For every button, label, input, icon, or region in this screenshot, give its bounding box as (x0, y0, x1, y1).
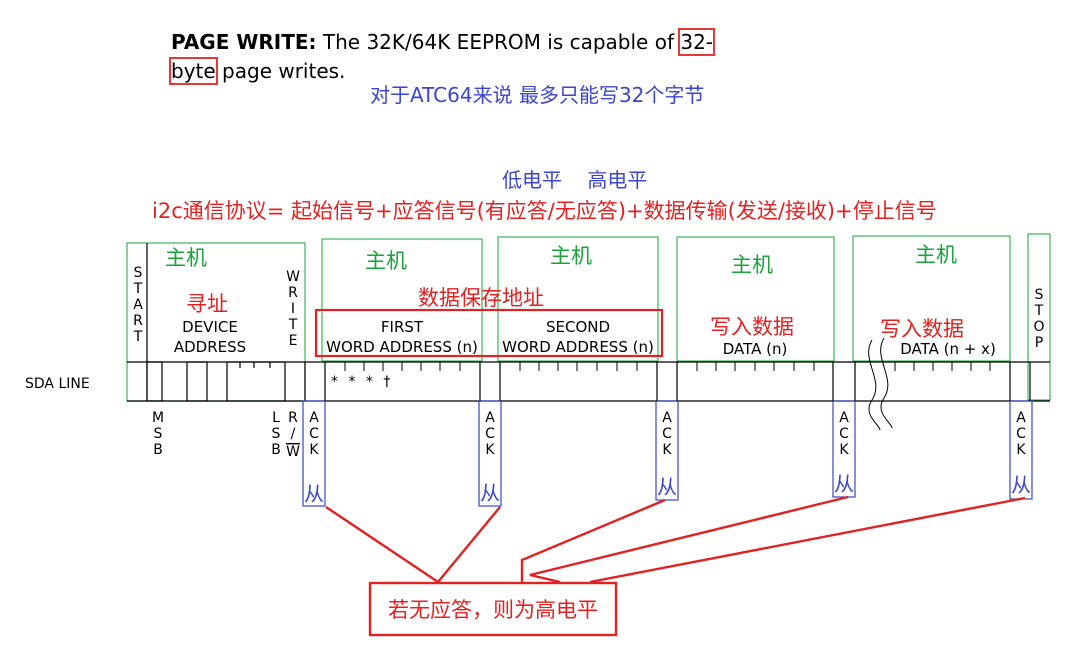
frame-second-word (497, 236, 659, 362)
slave-label: 从 (834, 472, 854, 496)
paragraph-text-2: page writes. (215, 59, 346, 83)
no-ack-note: 若无应答，则为高电平 (388, 598, 598, 622)
ack-label-5: A C K (1016, 410, 1026, 458)
second-word-line2: WORD ADDRESS (n) (502, 338, 654, 356)
ack-letter: K (662, 442, 672, 458)
device-address-line2: ADDRESS (174, 338, 246, 356)
red-annotations: 寻址 数据保存地址 写入数据 写入数据 (186, 286, 964, 341)
master-labels: 主机 主机 主机 主机 主机 (165, 243, 957, 277)
note-protocol: i2c通信协议= 起始信号+应答信号(有应答/无应答)+数据传输(发送/接收)+… (152, 199, 937, 223)
lsb-letter: L (272, 410, 280, 426)
ack-label-4: A C K (839, 410, 849, 458)
first-word-line2: WORD ADDRESS (n) (326, 338, 478, 356)
paragraph-text-1: The 32K/64K EEPROM is capable of (316, 30, 681, 54)
slave-label: 从 (480, 481, 500, 505)
ack-label-1: A C K (309, 410, 319, 458)
start-label: S T A R T (133, 265, 143, 345)
ack-label-2: A C K (485, 410, 495, 458)
stop-letter: T (1034, 303, 1044, 319)
ack-letter: K (1016, 442, 1026, 458)
ack-letter: A (662, 410, 672, 426)
lsb-letter: B (271, 442, 281, 458)
slave-label: 从 (657, 475, 677, 499)
note-atc64: 对于ATC64来说 最多只能写32个字节 (370, 83, 705, 107)
second-word-line1: SECOND (546, 318, 610, 336)
addressing-label: 寻址 (186, 292, 228, 316)
msb-letter: M (152, 410, 164, 426)
write-letter: T (288, 317, 298, 333)
master-frames (126, 233, 1051, 402)
ack-letter: C (1016, 426, 1026, 442)
write-letter: W (286, 269, 300, 285)
dont-care-bits: * * * † (331, 374, 393, 390)
master-label: 主机 (550, 244, 592, 268)
ack-letter: C (662, 426, 672, 442)
stop-letter: O (1033, 319, 1044, 335)
master-label: 主机 (915, 243, 957, 267)
address-storage-label: 数据保存地址 (418, 286, 544, 310)
note-levels: 低电平 高电平 (502, 168, 648, 192)
start-letter: T (133, 281, 143, 297)
write-data-label: 写入数据 (710, 315, 794, 339)
frame-data-n (676, 236, 835, 362)
ack-letter: A (1016, 410, 1026, 426)
write-data-label: 写入数据 (880, 317, 964, 341)
ack-letter: A (309, 410, 319, 426)
rw-letter: W (286, 444, 300, 460)
start-letter: T (133, 329, 143, 345)
ack-label-3: A C K (662, 410, 672, 458)
sda-line-label: SDA LINE (25, 376, 90, 392)
ack-letter: A (839, 410, 849, 426)
ack-letter: C (839, 426, 849, 442)
sda-waveform (127, 243, 1050, 507)
slave-label: 从 (1011, 473, 1031, 497)
frame-first-word (321, 238, 483, 362)
lsb-label: L S B (271, 410, 281, 458)
data-nx-label: DATA (n + x) (900, 340, 996, 358)
rw-letter: R (288, 410, 298, 426)
data-n-label: DATA (n) (723, 340, 788, 358)
master-label: 主机 (365, 249, 407, 273)
first-word-line1: FIRST (381, 318, 424, 336)
page-write-paragraph: PAGE WRITE: The 32K/64K EEPROM is capabl… (169, 28, 811, 86)
stop-letter: S (1035, 287, 1044, 303)
no-ack-box (368, 581, 618, 637)
stop-label: S T O P (1033, 287, 1044, 351)
slave-label: 从 (304, 482, 324, 506)
stop-letter: P (1035, 335, 1043, 351)
ack-letter: K (309, 442, 319, 458)
break-marks (868, 337, 893, 431)
bit-ticks (344, 362, 991, 371)
ack-letter: K (839, 442, 849, 458)
ack-letter: K (485, 442, 495, 458)
highlight-32: 32- (678, 28, 716, 56)
ack-letter: C (309, 426, 319, 442)
ack-letter: C (485, 426, 495, 442)
highlight-byte: byte (169, 57, 218, 85)
start-letter: R (133, 313, 143, 329)
msb-letter: B (153, 442, 163, 458)
lsb-letter: S (272, 426, 281, 442)
msb-letter: S (154, 426, 163, 442)
master-label: 主机 (165, 246, 207, 270)
no-ack-connectors (325, 495, 1026, 584)
rw-letter: / (291, 426, 296, 442)
write-letter: E (289, 333, 298, 349)
paragraph-lead: PAGE WRITE: (171, 30, 317, 54)
frame-stop (1027, 233, 1051, 401)
start-letter: A (133, 297, 143, 313)
device-address-line1: DEVICE (182, 318, 238, 336)
msb-label: M S B (152, 410, 164, 458)
ack-letter: A (485, 410, 495, 426)
rw-label: R / W (286, 410, 300, 460)
write-letter: I (291, 301, 295, 317)
slave-labels: 从 从 从 从 从 (304, 472, 1031, 506)
word-address-highlight (314, 308, 664, 358)
write-letter: R (288, 285, 298, 301)
write-label: W R I T E (286, 269, 300, 349)
start-letter: S (134, 265, 143, 281)
master-label: 主机 (731, 253, 773, 277)
frame-data-nx (852, 235, 1011, 362)
